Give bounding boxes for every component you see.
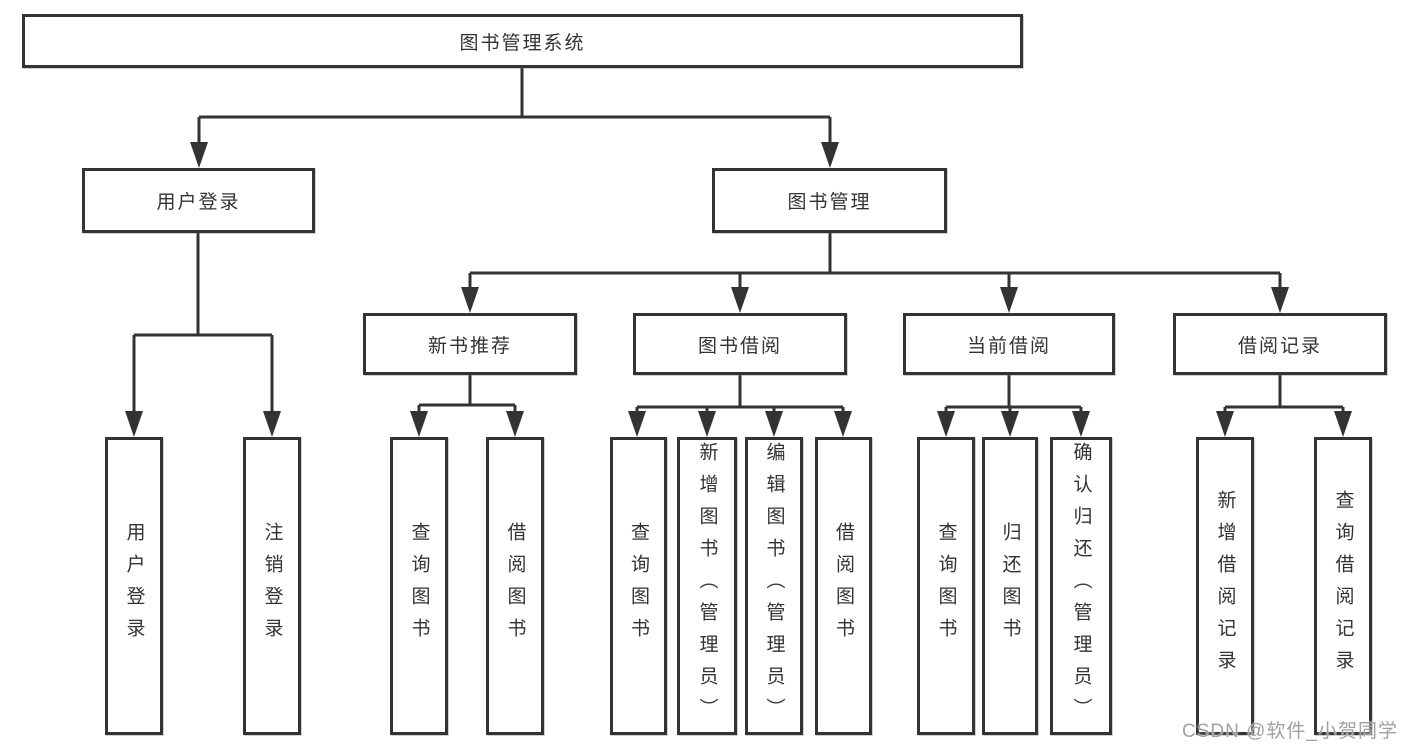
node-current-borrow-label: 当前借阅 (966, 335, 1051, 357)
leaf-query-book-borrow-label: 查询图书 (628, 522, 649, 650)
node-user-login-label: 用户登录 (156, 192, 241, 213)
leaf-add-book-admin-label: 新增图书（管理员） (696, 442, 718, 730)
leaf-logout: 注销登录 (243, 437, 301, 735)
leaf-query-borrow-record-label: 查询借阅记录 (1332, 490, 1354, 682)
leaf-query-book-recommend-label: 查询图书 (408, 522, 430, 650)
node-book-management-label: 图书管理 (787, 192, 872, 213)
watermark: CSDN @软件_小贺同学 (1182, 721, 1398, 742)
node-root-system: 图书管理系统 (22, 14, 1023, 68)
node-borrow-records: 借阅记录 (1173, 313, 1387, 375)
leaf-query-book-current-label: 查询图书 (935, 522, 957, 650)
node-current-borrow: 当前借阅 (903, 313, 1115, 375)
leaf-edit-book-admin: 编辑图书（管理员） (745, 437, 803, 735)
leaf-return-book: 归还图书 (982, 437, 1038, 735)
leaf-query-book-recommend: 查询图书 (390, 437, 448, 735)
leaf-borrow-book-recommend: 借阅图书 (486, 437, 544, 735)
node-new-book-recommend-label: 新书推荐 (427, 335, 512, 357)
leaf-query-borrow-record: 查询借阅记录 (1314, 437, 1372, 735)
leaf-user-login: 用户登录 (105, 437, 163, 735)
node-book-management: 图书管理 (712, 168, 947, 233)
leaf-borrow-book: 借阅图书 (815, 437, 872, 735)
leaf-borrow-book-recommend-label: 借阅图书 (504, 522, 526, 650)
leaf-return-book-label: 归还图书 (999, 522, 1021, 650)
leaf-add-book-admin: 新增图书（管理员） (677, 437, 737, 735)
leaf-user-login-label: 用户登录 (123, 522, 145, 650)
node-book-borrow: 图书借阅 (633, 313, 847, 375)
leaf-logout-label: 注销登录 (261, 522, 283, 650)
leaf-query-book-current: 查询图书 (917, 437, 975, 735)
leaf-borrow-book-label: 借阅图书 (833, 522, 854, 650)
node-root-system-label: 图书管理系统 (459, 32, 586, 54)
node-borrow-records-label: 借阅记录 (1237, 335, 1322, 357)
leaf-add-borrow-record-label: 新增借阅记录 (1214, 490, 1236, 682)
leaf-confirm-return-admin: 确认归还（管理员） (1050, 437, 1112, 735)
node-book-borrow-label: 图书借阅 (697, 335, 782, 357)
node-user-login: 用户登录 (82, 168, 315, 233)
leaf-edit-book-admin-label: 编辑图书（管理员） (763, 442, 785, 730)
leaf-confirm-return-admin-label: 确认归还（管理员） (1070, 442, 1092, 730)
node-new-book-recommend: 新书推荐 (363, 313, 577, 375)
leaf-query-book-borrow: 查询图书 (610, 437, 667, 735)
leaf-add-borrow-record: 新增借阅记录 (1196, 437, 1254, 735)
